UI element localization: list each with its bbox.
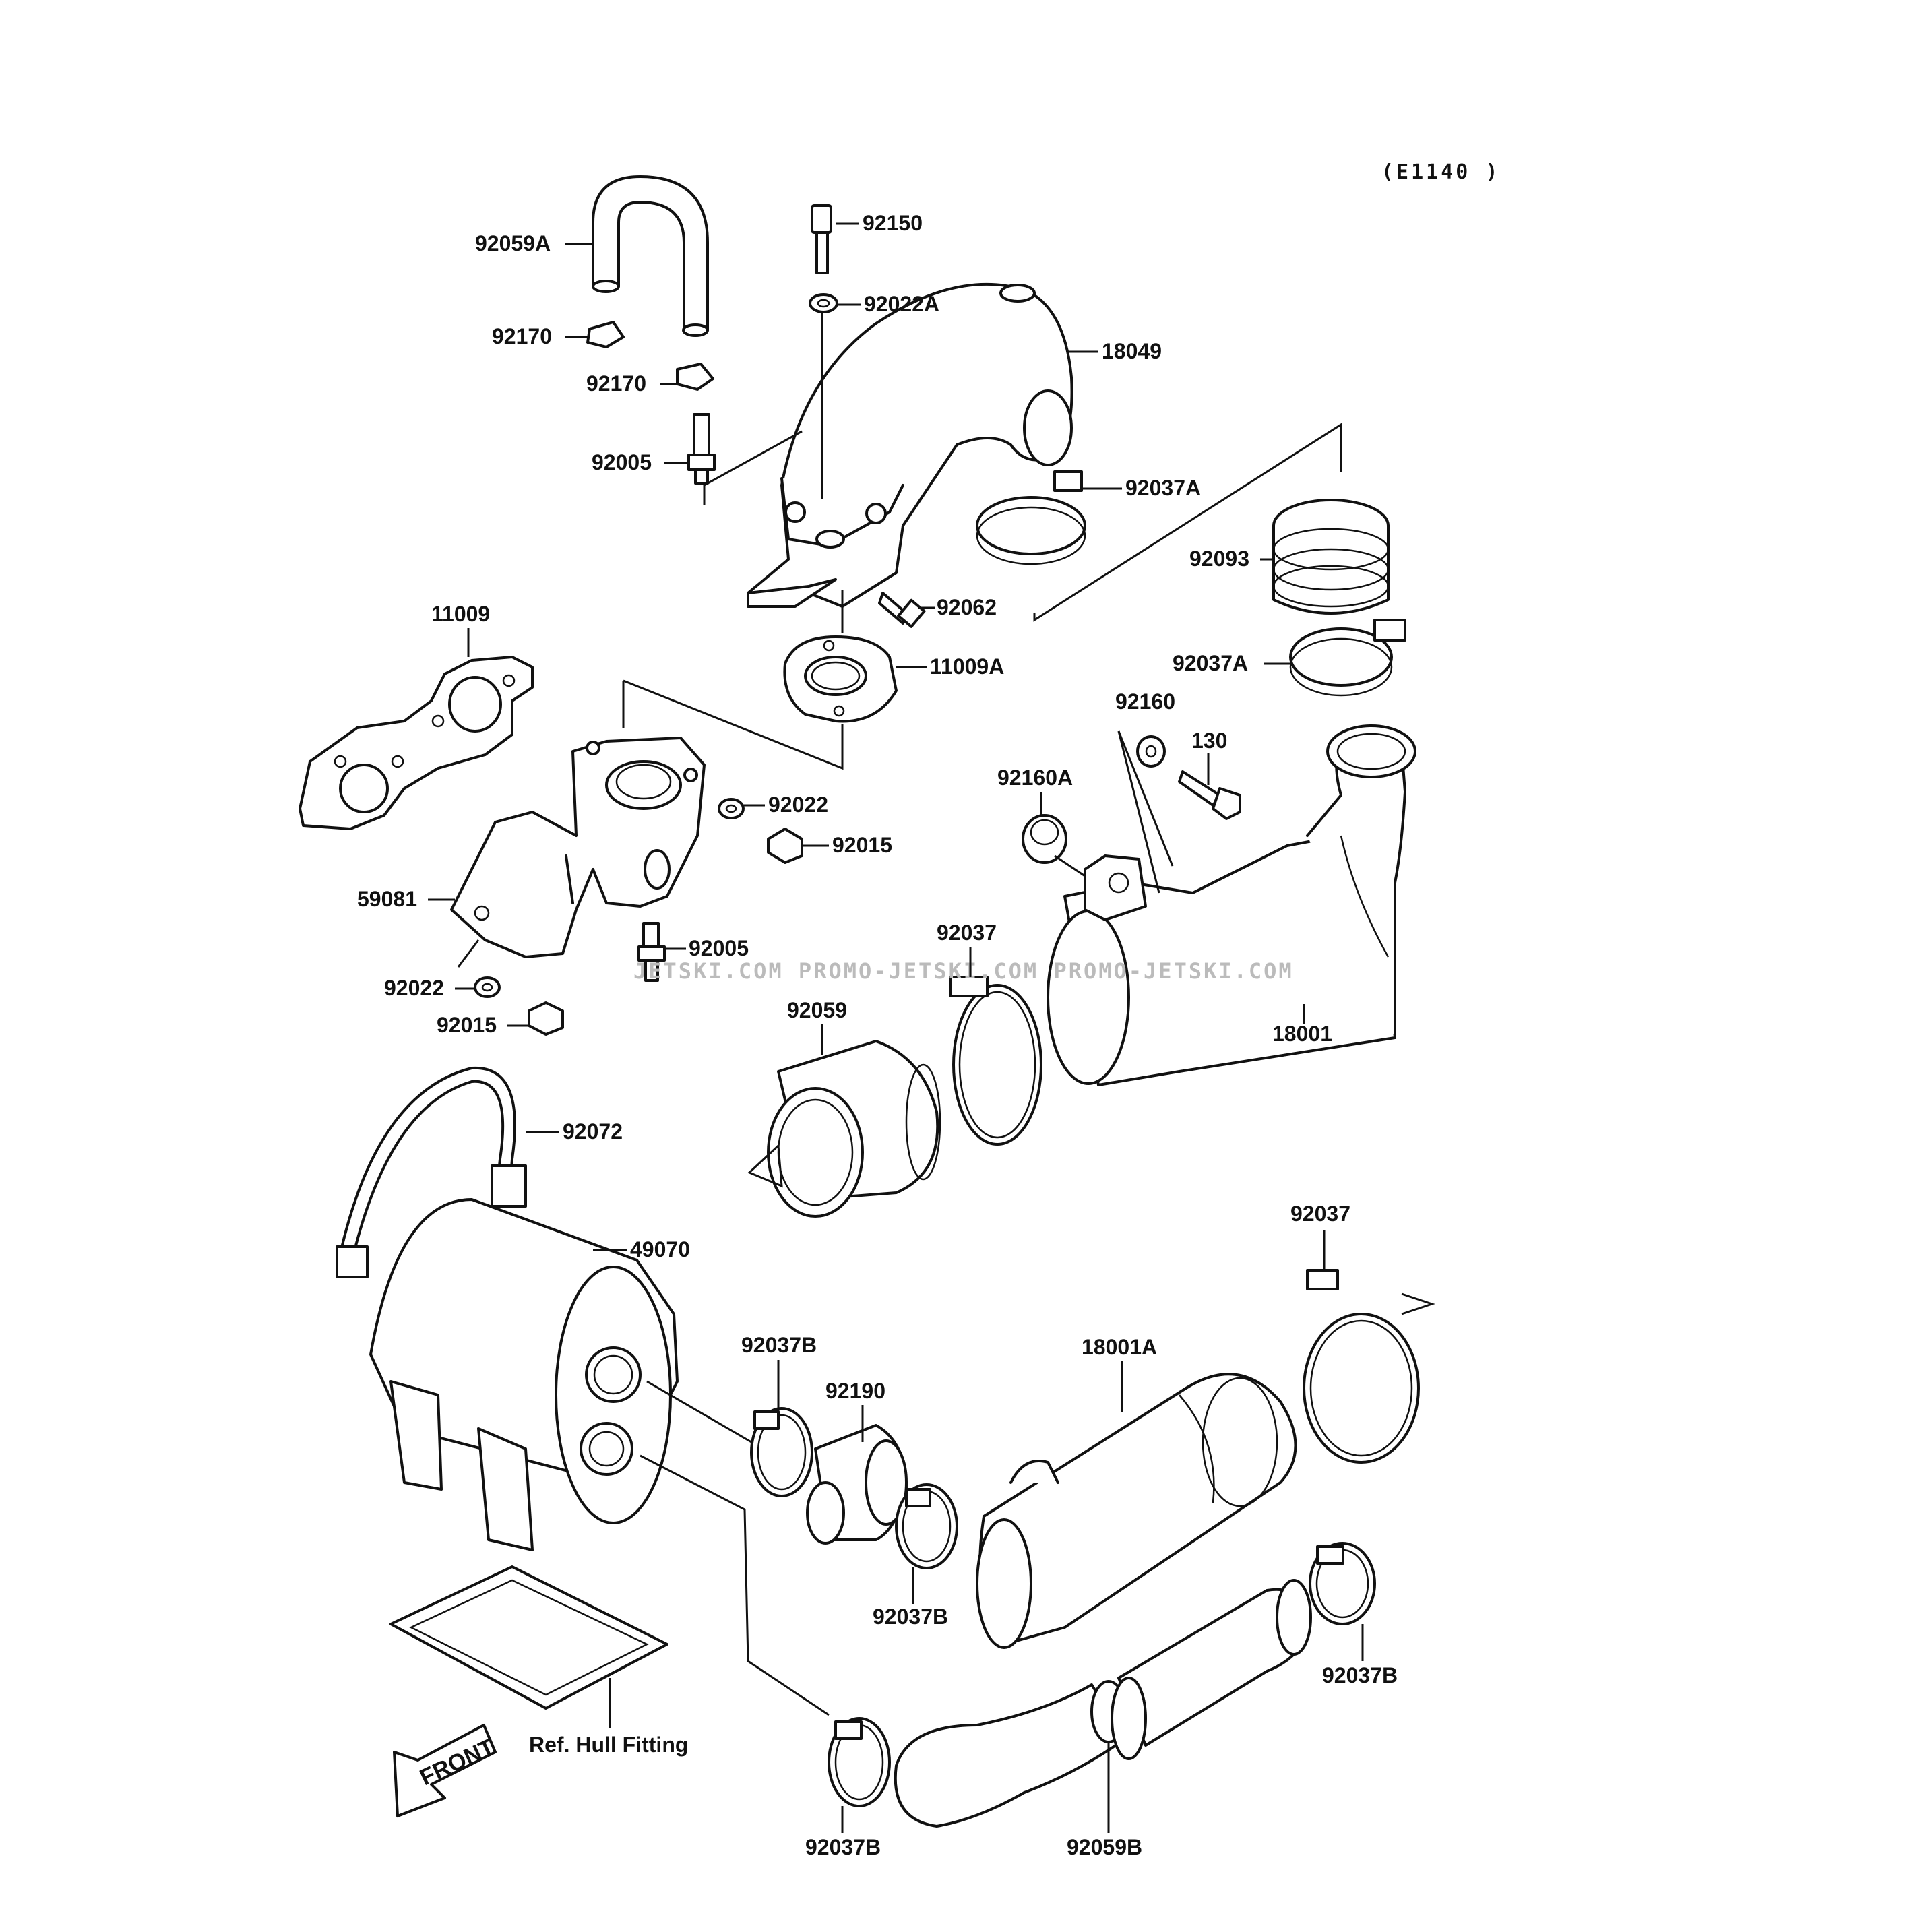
label-92150: 92150 — [863, 211, 923, 235]
ref-hull-fitting-label: Ref. Hull Fitting — [529, 1733, 688, 1757]
label-92037b-right: 92037B — [1322, 1663, 1398, 1687]
label-92037a-upper: 92037A — [1125, 476, 1201, 500]
label-92037a-right: 92037A — [1173, 651, 1248, 675]
fitting-92005-top — [687, 413, 716, 485]
label-49070: 49070 — [630, 1237, 690, 1261]
washer-92022-lower — [474, 976, 501, 998]
label-11009: 11009 — [431, 602, 490, 626]
clamp-92037b-bottom — [828, 1717, 891, 1807]
label-92160: 92160 — [1115, 689, 1175, 714]
fitting-92005-lower — [637, 922, 666, 982]
label-92005-top: 92005 — [592, 450, 652, 474]
gasket-11009 — [299, 656, 534, 830]
label-92015-lower: 92015 — [437, 1013, 497, 1037]
muffler-18001 — [1047, 724, 1416, 1086]
manifold-59081 — [450, 737, 706, 958]
label-92022-upper: 92022 — [768, 792, 828, 817]
clamp-92037b-left — [750, 1407, 813, 1497]
nut-92170-a — [586, 321, 625, 348]
clamp-92037b-mid — [895, 1483, 958, 1569]
u-hose-92059a — [592, 175, 709, 337]
hull-fitting-frame — [389, 1565, 668, 1710]
sleeve-92190 — [806, 1424, 908, 1545]
clamp-92037-mid — [949, 976, 1042, 1146]
gasket-11009a — [783, 635, 898, 723]
silencer-49070 — [369, 1198, 679, 1551]
leader-lines — [457, 313, 1435, 1716]
coupler-92059 — [767, 1040, 941, 1218]
washer-92022a — [809, 293, 838, 313]
label-92059: 92059 — [787, 998, 847, 1022]
bellows-92093 — [1272, 499, 1390, 615]
nut-92170-b — [676, 363, 714, 391]
elbow-pipe-18049 — [747, 282, 1073, 608]
label-92022-lower: 92022 — [384, 976, 444, 1000]
bolt-92062 — [878, 592, 926, 628]
front-arrow: FRONT — [393, 1724, 499, 1817]
label-92037-right: 92037 — [1290, 1202, 1350, 1226]
clamp-92037-right — [1303, 1269, 1420, 1464]
hose-92059b — [894, 1579, 1312, 1828]
bolt-92150 — [811, 204, 832, 274]
watermark-text: JETSKI.COM PROMO-JETSKI.COM PROMO-JETSKI… — [633, 958, 1294, 984]
clamp-92037a-right — [1289, 619, 1406, 697]
label-92190: 92190 — [825, 1379, 885, 1403]
part-labels: 92059A 92150 92022A 18049 92170 92170 92… — [357, 211, 1398, 1859]
label-130: 130 — [1191, 728, 1227, 753]
label-92037b-bottom: 92037B — [805, 1835, 881, 1859]
nut-92015-upper — [767, 828, 803, 864]
label-92160a: 92160A — [997, 766, 1073, 790]
diagram-code: (E1140 ) — [1381, 160, 1501, 184]
label-92015-upper: 92015 — [832, 833, 892, 857]
bolt-130 — [1178, 770, 1241, 820]
label-59081: 59081 — [357, 887, 417, 911]
label-18049: 18049 — [1102, 339, 1162, 363]
label-92059b: 92059B — [1067, 1835, 1142, 1859]
label-92005-lower: 92005 — [689, 936, 749, 960]
label-92059a: 92059A — [475, 231, 551, 255]
label-92037-mid: 92037 — [937, 921, 997, 945]
nut-92015-lower — [528, 1001, 564, 1036]
washer-92022-upper — [718, 798, 745, 819]
label-11009a: 11009A — [930, 654, 1004, 679]
clamp-92037b-right — [1309, 1542, 1376, 1625]
mount-92160a — [1022, 814, 1067, 864]
strap-92072 — [336, 1066, 527, 1278]
label-92022a: 92022A — [864, 292, 939, 316]
label-92093: 92093 — [1189, 547, 1249, 571]
label-92037b-mid: 92037B — [873, 1604, 948, 1629]
label-18001: 18001 — [1272, 1022, 1332, 1046]
label-18001a: 18001A — [1082, 1335, 1157, 1359]
muffler-18001a — [976, 1373, 1297, 1649]
label-92170-a: 92170 — [492, 324, 552, 348]
label-92170-b: 92170 — [586, 371, 646, 396]
label-92072: 92072 — [563, 1119, 623, 1144]
label-92062: 92062 — [937, 595, 997, 619]
washer-92160 — [1136, 735, 1166, 768]
clamp-92037a-upper — [976, 470, 1086, 565]
label-92037b-left: 92037B — [741, 1333, 817, 1357]
